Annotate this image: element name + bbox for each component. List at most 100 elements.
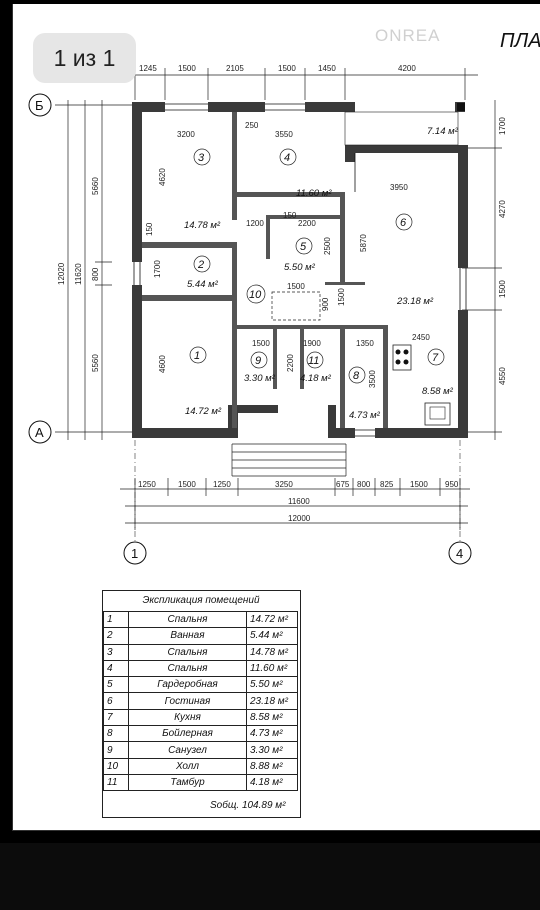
axis-marker-b: Б bbox=[28, 93, 52, 117]
dim-r5-w1: 150 bbox=[283, 211, 297, 220]
dim-bottom-7: 825 bbox=[380, 480, 394, 489]
bottom-dimension-chain bbox=[120, 478, 470, 530]
dim-r7-w: 2450 bbox=[412, 333, 430, 342]
explication-title: Экспликация помещений bbox=[142, 595, 260, 606]
interior-walls bbox=[142, 112, 388, 428]
dim-r11-w: 1900 bbox=[303, 339, 321, 348]
dim-r2-h: 1700 bbox=[153, 260, 162, 278]
dim-bottom-1: 1250 bbox=[138, 480, 156, 489]
dim-r9-h: 2200 bbox=[286, 354, 295, 372]
svg-text:Б: Б bbox=[35, 98, 44, 113]
dim-right-4: 4550 bbox=[498, 367, 507, 385]
left-dimension-chain bbox=[55, 100, 140, 440]
dim-bottom-5: 675 bbox=[336, 480, 350, 489]
explication-cell-name: Спальня bbox=[128, 643, 247, 661]
svg-text:А: А bbox=[35, 425, 44, 440]
explication-cell-n: 2 bbox=[103, 627, 129, 645]
explication-cell-area: 5.50 м² bbox=[246, 676, 298, 694]
explication-total: Sобщ. 104.89 м² bbox=[210, 797, 299, 815]
explication-cell-area: 23.18 м² bbox=[246, 692, 298, 710]
explication-cell-area: 5.44 м² bbox=[246, 627, 298, 645]
explication-cell-area: 8.88 м² bbox=[246, 757, 298, 775]
dim-hall-1500: 1500 bbox=[337, 288, 346, 306]
explication-cell-n: 11 bbox=[103, 773, 129, 792]
explication-cell-area: 4.73 м² bbox=[246, 725, 298, 743]
dim-r5-h: 2500 bbox=[323, 237, 332, 255]
explication-cell-area: 11.60 м² bbox=[246, 659, 298, 678]
dim-r1-h: 4600 bbox=[158, 355, 167, 373]
dim-left-outer: 12020 bbox=[57, 262, 66, 285]
watermark: ONREA bbox=[375, 26, 441, 45]
windows bbox=[133, 103, 467, 437]
explication-cell-name: Гардеробная bbox=[128, 676, 247, 694]
dim-r4-w1: 250 bbox=[245, 121, 259, 130]
dim-r9-w: 1500 bbox=[252, 339, 270, 348]
explication-cell-name: Ванная bbox=[128, 627, 247, 645]
dim-left-inner: 11620 bbox=[74, 263, 83, 285]
explication-cell-n: 10 bbox=[103, 757, 129, 775]
explication-cell-n: 5 bbox=[103, 676, 129, 694]
explication-cell-n: 1 bbox=[103, 610, 129, 629]
terrace bbox=[344, 111, 459, 146]
explication-cell-name: Холл bbox=[128, 757, 247, 775]
room-3-area: 14.78 м² bbox=[184, 220, 221, 231]
terrace-area: 7.14 м² bbox=[427, 126, 459, 137]
explication-cell-area: 8.58 м² bbox=[246, 708, 298, 727]
dim-top-3: 2105 bbox=[226, 64, 244, 73]
entrance-steps bbox=[231, 443, 347, 477]
axis-marker-1: 1 bbox=[123, 541, 147, 565]
svg-text:5: 5 bbox=[300, 241, 307, 253]
room-11-area: 4.18 м² bbox=[300, 373, 332, 384]
explication-frame bbox=[102, 590, 301, 818]
explication-cell-name: Спальня bbox=[128, 659, 247, 678]
dim-right-2: 4270 bbox=[498, 200, 507, 218]
dim-bottom-4: 3250 bbox=[275, 480, 293, 489]
explication-cell-n: 4 bbox=[103, 659, 129, 678]
room-6-area: 23.18 м² bbox=[396, 296, 434, 307]
dim-r8-w: 1350 bbox=[356, 339, 374, 348]
explication-cell-name: Гостиная bbox=[128, 692, 247, 710]
room-1-area: 14.72 м² bbox=[185, 406, 222, 417]
top-dimension-chain bbox=[118, 68, 478, 100]
room-7-area: 8.58 м² bbox=[422, 386, 454, 397]
room-8-area: 4.73 м² bbox=[349, 410, 381, 421]
room-5-area: 5.50 м² bbox=[284, 262, 316, 273]
page-counter-badge[interactable]: 1 из 1 bbox=[33, 33, 136, 83]
dim-hall-w: 1500 bbox=[287, 282, 305, 291]
svg-text:6: 6 bbox=[400, 217, 407, 229]
dim-r3-b2: 1200 bbox=[246, 219, 264, 228]
dim-r5-w2: 2200 bbox=[298, 219, 316, 228]
explication-cell-name: Спальня bbox=[128, 610, 247, 629]
dim-total-outer: 12000 bbox=[288, 514, 311, 523]
dim-right-3: 1500 bbox=[498, 280, 507, 298]
explication-cell-name: Тамбур bbox=[128, 773, 247, 792]
explication-cell-area: 4.18 м² bbox=[246, 773, 298, 792]
explication-cell-name: Санузел bbox=[128, 741, 247, 759]
explication-cell-area: 3.30 м² bbox=[246, 741, 298, 759]
explication-cell-area: 14.72 м² bbox=[246, 610, 298, 629]
svg-text:10: 10 bbox=[249, 289, 262, 301]
total-value: 104.89 м² bbox=[241, 800, 286, 811]
dim-bottom-2: 1500 bbox=[178, 480, 196, 489]
dim-top-1: 1245 bbox=[139, 64, 157, 73]
svg-text:1: 1 bbox=[194, 350, 200, 362]
dim-bottom-8: 1500 bbox=[410, 480, 428, 489]
room-number-markers: 1 2 3 4 5 6 7 8 9 10 11 bbox=[189, 148, 445, 384]
explication-cell-n: 8 bbox=[103, 725, 129, 743]
dim-top-4: 1500 bbox=[278, 64, 296, 73]
dim-r3-b1: 150 bbox=[145, 222, 154, 236]
floor-plan: 1245 1500 2105 1500 1450 4200 12020 1162… bbox=[28, 64, 507, 565]
axis-marker-4: 4 bbox=[448, 541, 472, 565]
dim-bottom-9: 950 bbox=[445, 480, 459, 489]
dim-r8-h: 3500 bbox=[368, 370, 377, 388]
svg-text:4: 4 bbox=[456, 546, 463, 561]
svg-text:9: 9 bbox=[255, 355, 261, 367]
dim-left-1: 5660 bbox=[91, 177, 100, 195]
